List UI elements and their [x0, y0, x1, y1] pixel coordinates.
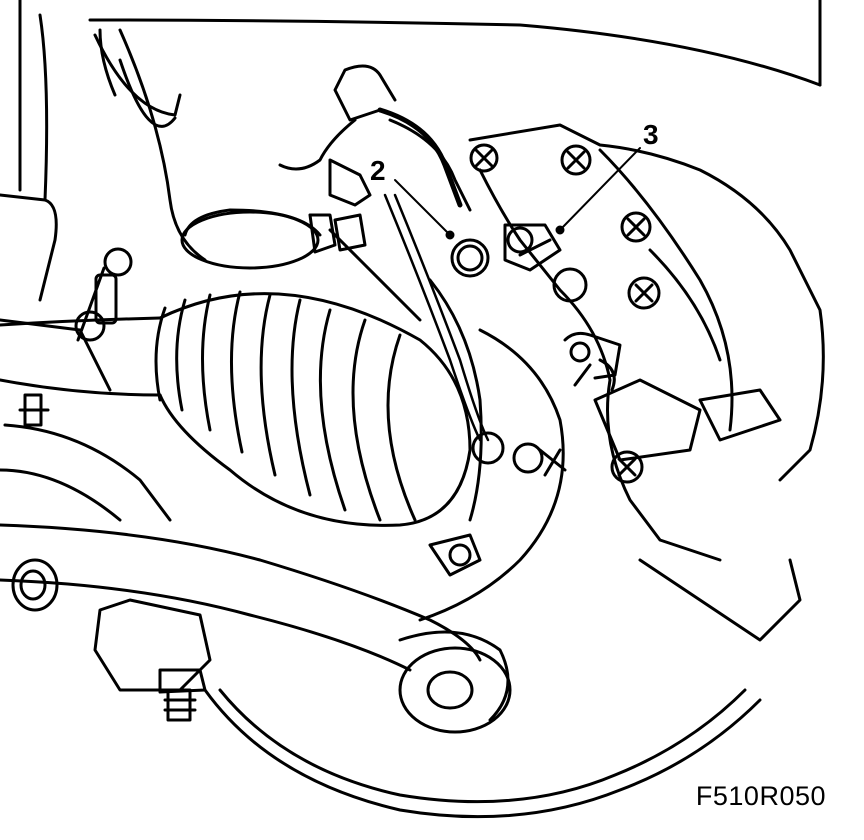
callout-3-label: 3: [643, 119, 659, 150]
wear-sensor-cable: [308, 158, 490, 442]
cv-boot: [154, 290, 472, 527]
brake-caliper: [468, 123, 825, 562]
hub-carrier: [118, 28, 565, 622]
retaining-pin: [563, 331, 622, 392]
callout-2-label: 2: [370, 155, 386, 186]
callout-2: 2: [370, 155, 455, 240]
left-bushing: [11, 558, 59, 612]
lower-control-arm: [0, 523, 482, 692]
drive-shaft: [0, 316, 162, 397]
brake-hose: [118, 58, 472, 212]
wheel-arch: [88, 0, 822, 117]
arm-bushing: [398, 630, 512, 734]
subframe: [0, 0, 172, 522]
caliper-screws: [469, 143, 661, 484]
callout-3: 3: [555, 119, 659, 235]
link-bolts: [74, 247, 133, 342]
brake-disc: [203, 558, 802, 819]
small-bolt-left: [18, 393, 50, 427]
bleed-screw: [450, 223, 588, 303]
lower-bolt: [158, 668, 207, 722]
figure-code: F510R050: [695, 781, 826, 811]
knuckle-bolts: [428, 431, 567, 577]
